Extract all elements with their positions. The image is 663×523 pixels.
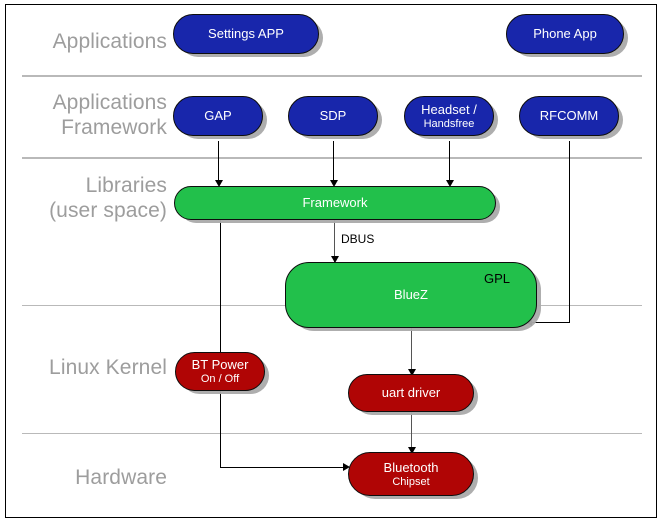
node-bt-power-sublabel: On / Off	[200, 373, 240, 385]
layer-label-libraries: Libraries (user space)	[49, 174, 167, 222]
node-framework-label: Framework	[302, 195, 368, 210]
node-bluetooth-chipset[interactable]: Bluetooth Chipset	[348, 452, 474, 496]
node-uart-driver[interactable]: uart driver	[348, 374, 474, 412]
node-bt-power-label: BT Power	[191, 357, 249, 372]
edge-uart-to-chipset-arrowhead	[408, 447, 416, 454]
node-bluez-label: BlueZ	[394, 287, 428, 302]
edge-framework-to-bluez-arrowhead	[331, 256, 339, 263]
node-phone-app[interactable]: Phone App	[506, 14, 624, 54]
edge-rfcomm-to-bluez-horizontal	[531, 322, 570, 323]
layer-label-applications: Applications	[52, 30, 167, 53]
edge-sdp-to-framework-arrowhead	[330, 180, 338, 187]
edge-headset-to-framework	[449, 141, 450, 185]
node-framework[interactable]: Framework	[174, 186, 496, 220]
node-bt-power[interactable]: BT Power On / Off	[175, 352, 265, 391]
divider-linux-kernel	[22, 433, 642, 434]
node-headset-handsfree[interactable]: Headset / Handsfree	[404, 96, 494, 136]
node-bluetooth-chipset-label: Bluetooth	[383, 459, 439, 475]
edge-framework-to-chipset-vertical	[220, 218, 221, 468]
edge-framework-to-chipset-arrowhead	[343, 463, 350, 471]
edge-rfcomm-to-bluez-vertical	[569, 141, 570, 323]
layer-label-hardware: Hardware	[75, 466, 167, 489]
edge-bluez-to-uart	[411, 327, 412, 375]
node-headset-handsfree-sublabel: Handsfree	[423, 117, 475, 130]
edge-gap-to-framework	[218, 141, 219, 185]
node-sdp[interactable]: SDP	[288, 96, 378, 136]
edge-framework-to-chipset-horizontal	[220, 467, 346, 468]
edge-label-dbus: DBUS	[341, 232, 375, 246]
node-bluetooth-chipset-sublabel: Chipset	[392, 475, 430, 488]
node-bluez-gpl-annotation: GPL	[484, 271, 511, 286]
node-rfcomm-label: RFCOMM	[539, 108, 599, 123]
node-settings-app-label: Settings APP	[208, 26, 284, 41]
node-bluez[interactable]: BlueZ	[285, 262, 537, 328]
divider-applications-framework	[22, 157, 642, 159]
diagram-frame	[5, 4, 657, 518]
edge-bluez-to-uart-arrowhead	[408, 369, 416, 376]
node-headset-handsfree-label: Headset /	[421, 101, 477, 117]
node-phone-app-label: Phone App	[533, 26, 597, 41]
node-settings-app[interactable]: Settings APP	[173, 14, 319, 54]
edge-gap-to-framework-arrowhead	[215, 180, 223, 187]
edge-uart-to-chipset	[411, 411, 412, 453]
node-uart-driver-label: uart driver	[381, 385, 441, 400]
edge-framework-to-bluez	[334, 218, 335, 262]
edge-headset-to-framework-arrowhead	[446, 180, 454, 187]
divider-applications	[22, 75, 642, 77]
layer-label-applications-framework: Applications Framework	[52, 91, 167, 139]
layer-label-linux-kernel: Linux Kernel	[49, 356, 167, 379]
node-gap-label: GAP	[204, 108, 232, 123]
edge-sdp-to-framework	[333, 141, 334, 185]
node-sdp-label: SDP	[319, 108, 347, 123]
node-gap[interactable]: GAP	[173, 96, 263, 136]
node-rfcomm[interactable]: RFCOMM	[519, 96, 619, 136]
